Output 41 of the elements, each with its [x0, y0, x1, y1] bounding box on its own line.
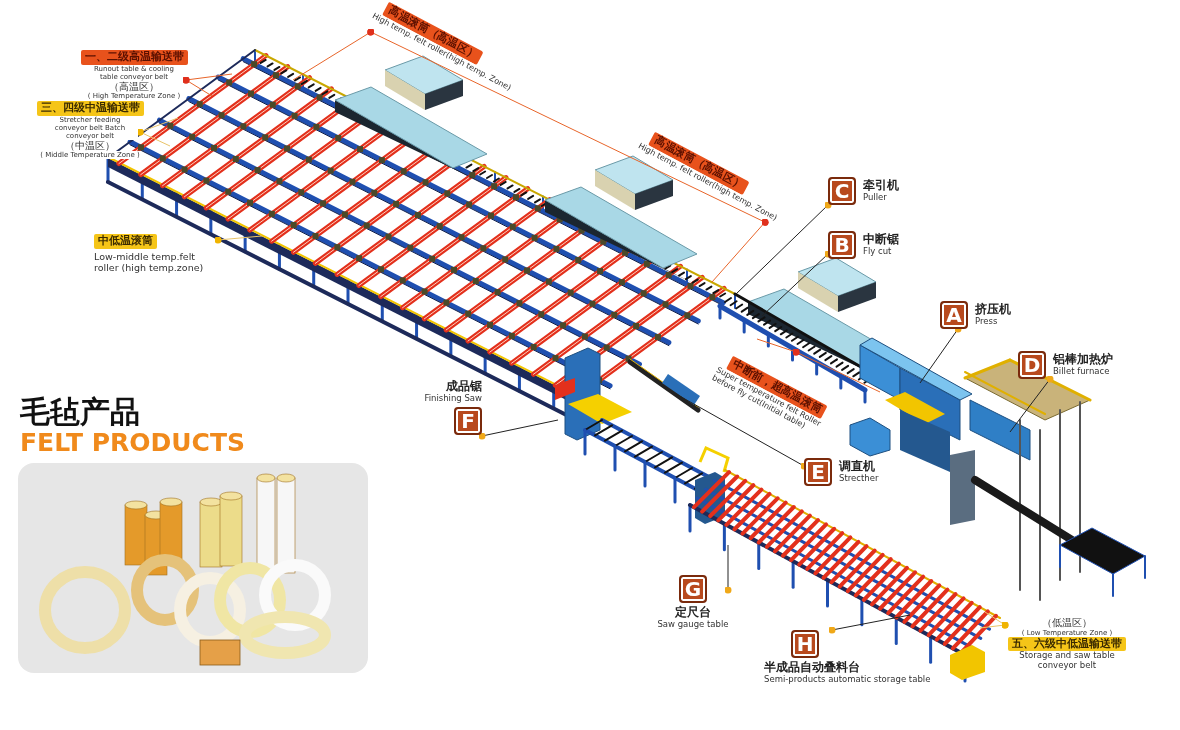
letter-badge: H	[791, 630, 819, 658]
leader-line	[724, 544, 732, 594]
zone-label-tag: 三、四级中温输送带	[36, 101, 144, 116]
node-label: Strecther	[839, 474, 879, 484]
letter-badge: F	[454, 406, 482, 435]
leader-line	[734, 201, 832, 296]
node-label: 中断锯	[863, 233, 899, 247]
node-label: Press	[975, 317, 999, 327]
node-label: Puller	[863, 193, 888, 203]
zone-label-tag: 一、二级高温输送带	[80, 50, 188, 65]
zone-label-tag: 中低温滚筒	[94, 234, 157, 249]
leader-line	[711, 218, 769, 283]
letter-badge: B	[828, 231, 856, 259]
node-label: Billet furnace	[1053, 367, 1111, 377]
node-label: 定尺台	[675, 606, 711, 620]
letter-badge: A	[940, 301, 968, 329]
leader-line	[478, 419, 559, 440]
zone-label-tag: 五、六级中低温输送带	[1008, 636, 1126, 652]
letter-badge: D	[1018, 351, 1046, 379]
node-label: Fly cut	[863, 247, 893, 257]
node-label: Semi-products automatic storage table	[764, 674, 931, 685]
node-label: 铝棒加热炉	[1053, 353, 1113, 367]
leader-line	[136, 128, 171, 147]
node-label: 调直机	[839, 460, 876, 474]
node-label: 挤压机	[975, 303, 1011, 317]
node-label: 牵引机	[863, 179, 899, 193]
heading: 毛毡产品	[20, 393, 140, 431]
letter-badge: C	[828, 177, 856, 205]
letter-badge: G	[679, 575, 707, 603]
leader-line	[792, 348, 881, 393]
node-label: 半成品自动叠料台	[764, 661, 860, 675]
leader-line	[1009, 375, 1054, 433]
leader-line	[828, 614, 911, 634]
node-label: 成品锯	[446, 380, 482, 394]
node-label: Saw gauge table	[657, 619, 729, 630]
subheading: FELT PRODUCTS	[20, 428, 245, 457]
leader-line	[979, 621, 1009, 629]
leader-line	[214, 235, 263, 244]
node-label: Finishing Saw	[424, 393, 482, 404]
leader-line	[182, 76, 213, 97]
letter-badge: E	[804, 458, 832, 486]
